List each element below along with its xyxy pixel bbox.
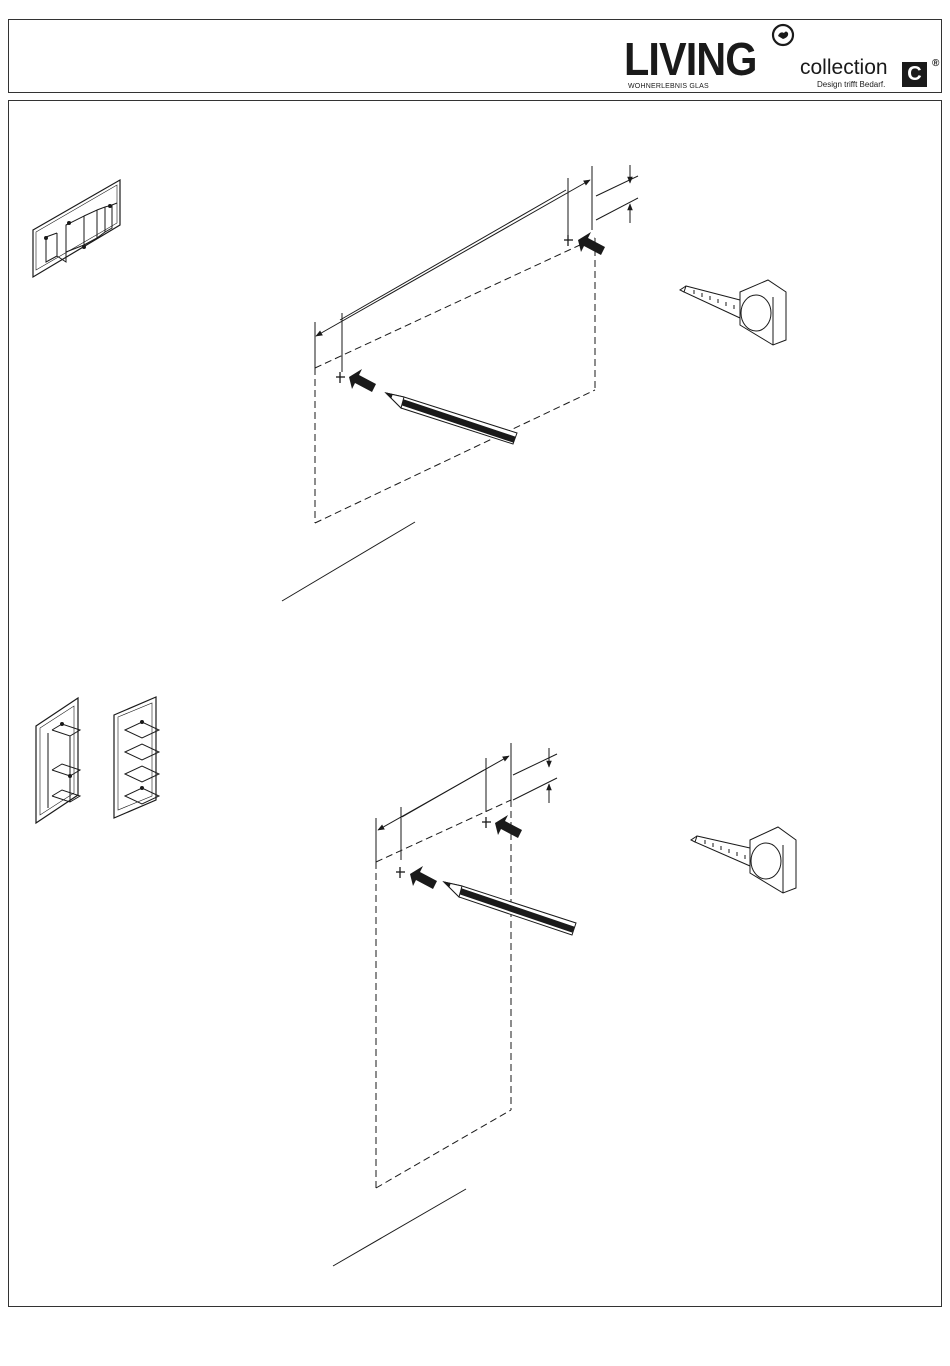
tape-measure-icon <box>680 280 786 345</box>
marker-arrow <box>495 815 522 838</box>
marker-arrow <box>578 232 605 255</box>
floor-line <box>282 522 415 601</box>
wall-outline-dashed <box>376 800 511 1188</box>
tape-measure-icon <box>691 827 796 893</box>
pencil-icon <box>444 882 576 935</box>
dimension-lines <box>376 743 557 862</box>
floor-line <box>333 1189 466 1266</box>
marker-arrow <box>410 866 437 889</box>
vertical-shelf-icon <box>36 697 159 823</box>
horizontal-shelf-icon <box>33 180 120 277</box>
drill-mark-icon <box>396 817 491 878</box>
marker-arrow <box>349 369 376 392</box>
pencil-icon <box>386 393 517 444</box>
dimension-lines <box>315 165 638 372</box>
